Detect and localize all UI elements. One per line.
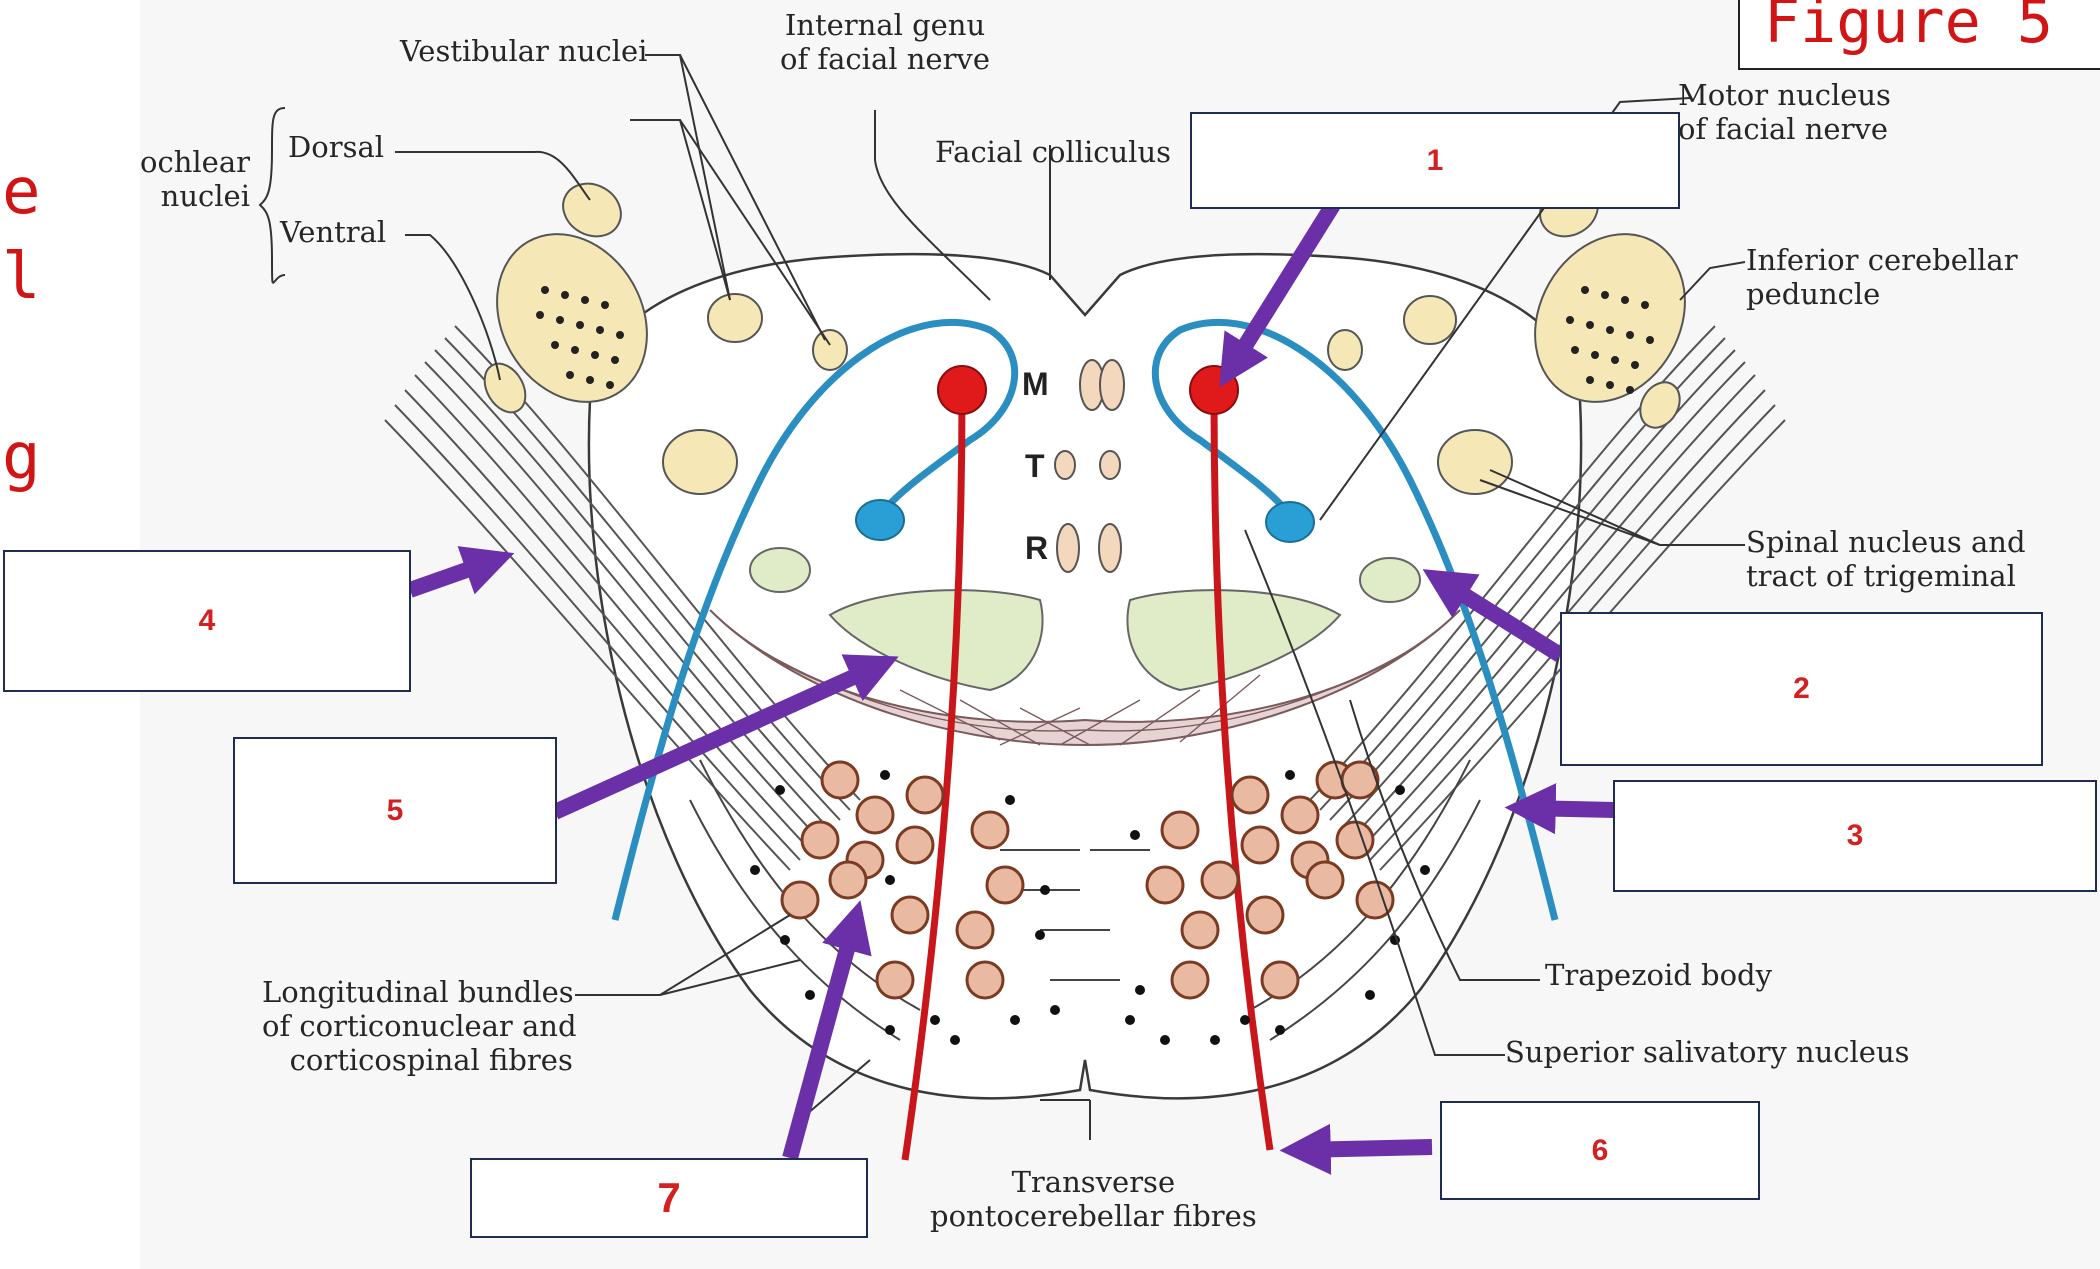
label-m: M	[1022, 366, 1049, 403]
label-vestibular-nuclei: Vestibular nuclei	[400, 34, 647, 68]
arrow-6	[1300, 1147, 1432, 1150]
answer-box-6-number: 6	[1592, 1134, 1609, 1168]
arrow-4	[410, 560, 495, 590]
label-dorsal: Dorsal	[288, 130, 384, 164]
label-internal-genu: Internal genu of facial nerve	[780, 8, 990, 76]
label-facial-colliculus: Facial colliculus	[935, 135, 1171, 169]
right-small-green	[1360, 558, 1420, 602]
side-letter-l: l	[2, 245, 41, 309]
answer-box-6[interactable]: 6	[1440, 1101, 1760, 1200]
left-small-green	[750, 548, 810, 592]
label-r: R	[1025, 530, 1048, 567]
label-t: T	[1025, 448, 1045, 485]
label-longitudinal-bundles: Longitudinal bundles of corticonuclear a…	[262, 975, 577, 1078]
left-red-nucleus	[938, 366, 986, 414]
right-blue-nucleus	[1266, 502, 1314, 542]
answer-box-1[interactable]: 1	[1190, 112, 1680, 209]
label-trapezoid-body: Trapezoid body	[1545, 958, 1772, 992]
answer-box-4[interactable]: 4	[3, 550, 411, 692]
arrow-3	[1525, 808, 1615, 810]
label-superior-salivatory: Superior salivatory nucleus	[1505, 1035, 1910, 1069]
right-red-nucleus	[1190, 366, 1238, 414]
answer-box-2-number: 2	[1793, 672, 1810, 706]
answer-box-5[interactable]: 5	[233, 737, 557, 884]
answer-box-7[interactable]: 7	[470, 1158, 868, 1238]
label-cochlear-nuclei: ochlear nuclei	[140, 145, 250, 213]
answer-box-3[interactable]: 3	[1613, 780, 2097, 892]
cochlear-bracket	[260, 108, 285, 283]
side-letter-e: e	[2, 160, 41, 224]
label-ventral: Ventral	[280, 215, 386, 249]
label-motor-nucleus: Motor nucleus of facial nerve	[1678, 78, 1891, 146]
figure-title: Figure 5	[1738, 0, 2100, 70]
answer-box-7-number: 7	[657, 1174, 680, 1222]
label-spinal-nucleus: Spinal nucleus and tract of trigeminal	[1746, 525, 2026, 593]
label-transverse-fibres: Transverse pontocerebellar fibres	[930, 1165, 1257, 1233]
label-inferior-cerebellar: Inferior cerebellar peduncle	[1746, 243, 2018, 311]
side-letter-g: g	[2, 425, 41, 489]
answer-box-4-number: 4	[199, 604, 216, 638]
answer-box-5-number: 5	[387, 794, 404, 828]
answer-box-1-number: 1	[1427, 144, 1444, 178]
left-blue-nucleus	[856, 500, 904, 540]
answer-box-2[interactable]: 2	[1560, 612, 2043, 766]
answer-box-3-number: 3	[1847, 819, 1864, 853]
